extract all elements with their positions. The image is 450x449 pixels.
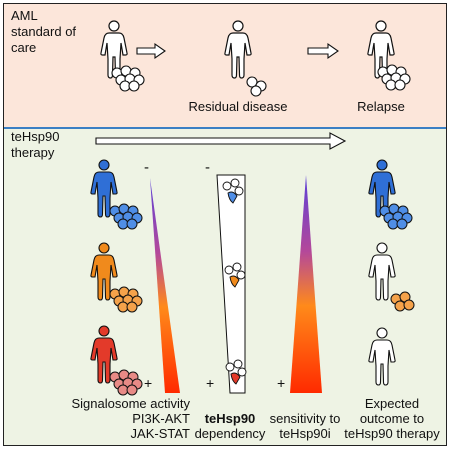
residual-disease-label: Residual disease <box>188 99 288 114</box>
leukemic-cell-cluster-initial <box>111 65 145 92</box>
top-heading-line-1: AML <box>11 8 38 23</box>
tehsp90-complex-icon <box>224 262 246 288</box>
top-heading-line-3: care <box>11 40 37 55</box>
jak-stat-label: JAK-STAT <box>130 426 190 441</box>
relapse-label: Relapse <box>357 99 405 114</box>
sensitivity-wedge <box>290 175 322 393</box>
arrow-icon <box>307 42 339 60</box>
outcome-figure-red <box>368 327 396 386</box>
patient-figure-residual <box>224 20 252 79</box>
signalosome-activity-label: Signalosome activity <box>71 396 191 411</box>
panel-divider <box>4 127 446 129</box>
dependency-label: dependency <box>194 426 266 441</box>
dependency-minus: - <box>205 159 210 176</box>
residual-cells <box>246 76 267 97</box>
sensitivity-label-line-2: teHsp90i <box>279 426 331 441</box>
outcome-figure-orange <box>368 242 396 301</box>
bottom-heading-line-1: teHsp90 <box>11 129 60 144</box>
signalosome-activity-wedge <box>150 178 180 393</box>
signalosome-minus: - <box>144 159 149 176</box>
outcome-label-line-2: outcome to <box>359 411 425 426</box>
sensitivity-label-line-1: sensitivity to <box>269 411 341 426</box>
tehsp90-dependency-wedge <box>216 174 246 394</box>
top-heading-line-2: standard of <box>11 24 77 39</box>
sensitivity-plus: + <box>277 375 286 391</box>
tehsp90-label: teHsp90 <box>204 411 256 426</box>
signalosome-plus: + <box>144 375 153 391</box>
cell-cluster-orange <box>109 286 143 313</box>
tehsp90-complex-icon <box>225 359 247 385</box>
outcome-label-line-1: Expected <box>364 396 420 411</box>
outcome-label-line-3: teHsp90 therapy <box>344 426 440 441</box>
cell-cluster-blue <box>109 203 143 230</box>
dependency-plus: + <box>206 375 215 391</box>
cell-cluster-red <box>109 369 143 396</box>
outcome-cells-blue <box>379 203 413 230</box>
bottom-heading-line-2: therapy <box>11 145 55 160</box>
therapy-arrow-icon <box>95 132 347 150</box>
standard-care-panel <box>4 4 446 127</box>
tehsp90-complex-icon <box>222 178 244 204</box>
leukemic-cell-cluster-relapse <box>377 64 411 91</box>
pi3k-akt-label: PI3K-AKT <box>132 411 190 426</box>
arrow-icon <box>136 42 166 60</box>
outcome-cells-orange <box>390 291 415 312</box>
